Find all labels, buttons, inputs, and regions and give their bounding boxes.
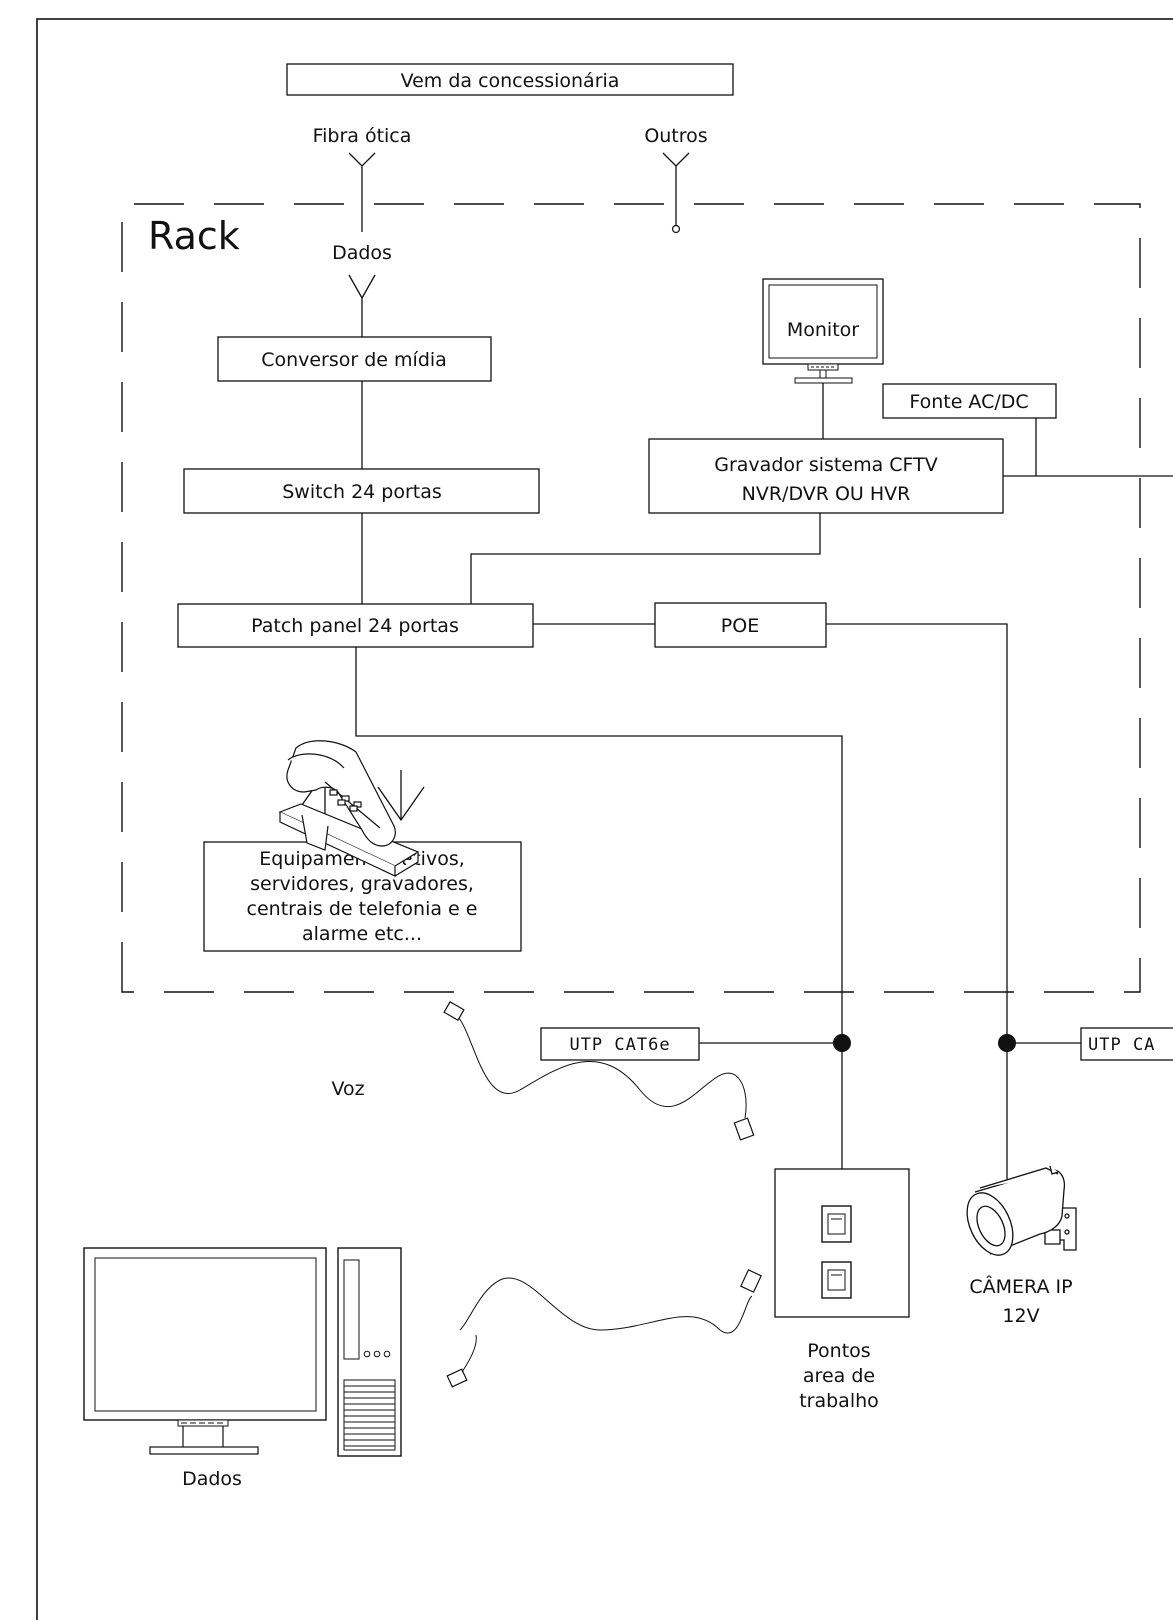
voice-plug-right-icon — [733, 1117, 755, 1141]
voice-label: Voz — [331, 1078, 364, 1100]
outlet-jack-top-icon — [821, 1205, 852, 1243]
switch-box — [183, 468, 540, 514]
equipment-line-2: servidores, gravadores, — [250, 873, 474, 895]
camera-label-line2: 12V — [1002, 1305, 1039, 1327]
utp-right-box — [1080, 1027, 1173, 1061]
rack-title: Rack — [148, 214, 240, 258]
poe-to-camera-line — [826, 623, 1008, 1195]
source-box — [286, 63, 734, 96]
voice-plug-left-icon — [443, 1000, 465, 1022]
outlets-label-line3: trabalho — [799, 1390, 879, 1412]
utp-left-node — [833, 1034, 851, 1052]
others-label: Outros — [644, 125, 707, 147]
data-plug-right-icon — [740, 1269, 762, 1293]
camera-label-line1: CÂMERA IP — [969, 1275, 1072, 1298]
equipment-line-3: centrais de telefonia e e — [247, 898, 478, 920]
fiber-label: Fibra ótica — [313, 125, 412, 147]
power-supply-box — [882, 383, 1057, 419]
rack-boundary — [121, 203, 1141, 993]
outlets-label-line2: area de — [803, 1365, 875, 1387]
monitor-icon — [762, 278, 884, 384]
power-supply-label: Fonte AC/DC — [909, 391, 1028, 413]
recorder-box — [648, 438, 1004, 514]
others-antenna — [662, 152, 690, 225]
source-label: Vem da concessionária — [401, 70, 620, 92]
media-converter-box — [217, 336, 492, 382]
desktop-tower-icon — [337, 1247, 402, 1457]
outlet-jack-bottom-icon — [821, 1261, 852, 1299]
poe-box — [654, 602, 827, 648]
fiber-antenna — [348, 152, 376, 232]
ip-camera-icon — [966, 1165, 1077, 1256]
utp-right-label: UTP CA — [1088, 1035, 1155, 1055]
data-cable-tail — [461, 1334, 477, 1373]
utp-left-box — [540, 1027, 700, 1061]
recorder-label-line2: NVR/DVR OU HVR — [742, 483, 911, 505]
data-plug-left-icon — [446, 1368, 468, 1388]
down-arrow-icon — [377, 770, 425, 822]
patch-panel-label: Patch panel 24 portas — [251, 615, 459, 637]
data-pc-label: Dados — [182, 1468, 242, 1490]
data-antenna — [348, 274, 376, 337]
recorder-label-line1: Gravador sistema CFTV — [714, 454, 937, 476]
utp-left-label: UTP CAT6e — [569, 1035, 670, 1055]
desktop-monitor-icon — [83, 1247, 327, 1455]
equipment-line-4: alarme etc... — [302, 923, 422, 945]
data-cable — [459, 1277, 753, 1334]
page-frame — [36, 18, 1173, 1620]
utp-right-node — [998, 1034, 1016, 1052]
poe-label: POE — [721, 615, 759, 637]
media-converter-label: Conversor de mídia — [261, 349, 447, 371]
patch-to-outlet-line — [355, 647, 843, 1169]
data-input-label: Dados — [332, 242, 392, 264]
telephone-icon — [278, 740, 420, 877]
voice-cable — [458, 1017, 747, 1119]
monitor-label: Monitor — [787, 319, 859, 341]
outlets-label-line1: Pontos — [807, 1340, 870, 1362]
switch-label: Switch 24 portas — [282, 481, 442, 503]
others-terminal — [671, 224, 681, 234]
recorder-to-patch-line — [470, 513, 821, 604]
